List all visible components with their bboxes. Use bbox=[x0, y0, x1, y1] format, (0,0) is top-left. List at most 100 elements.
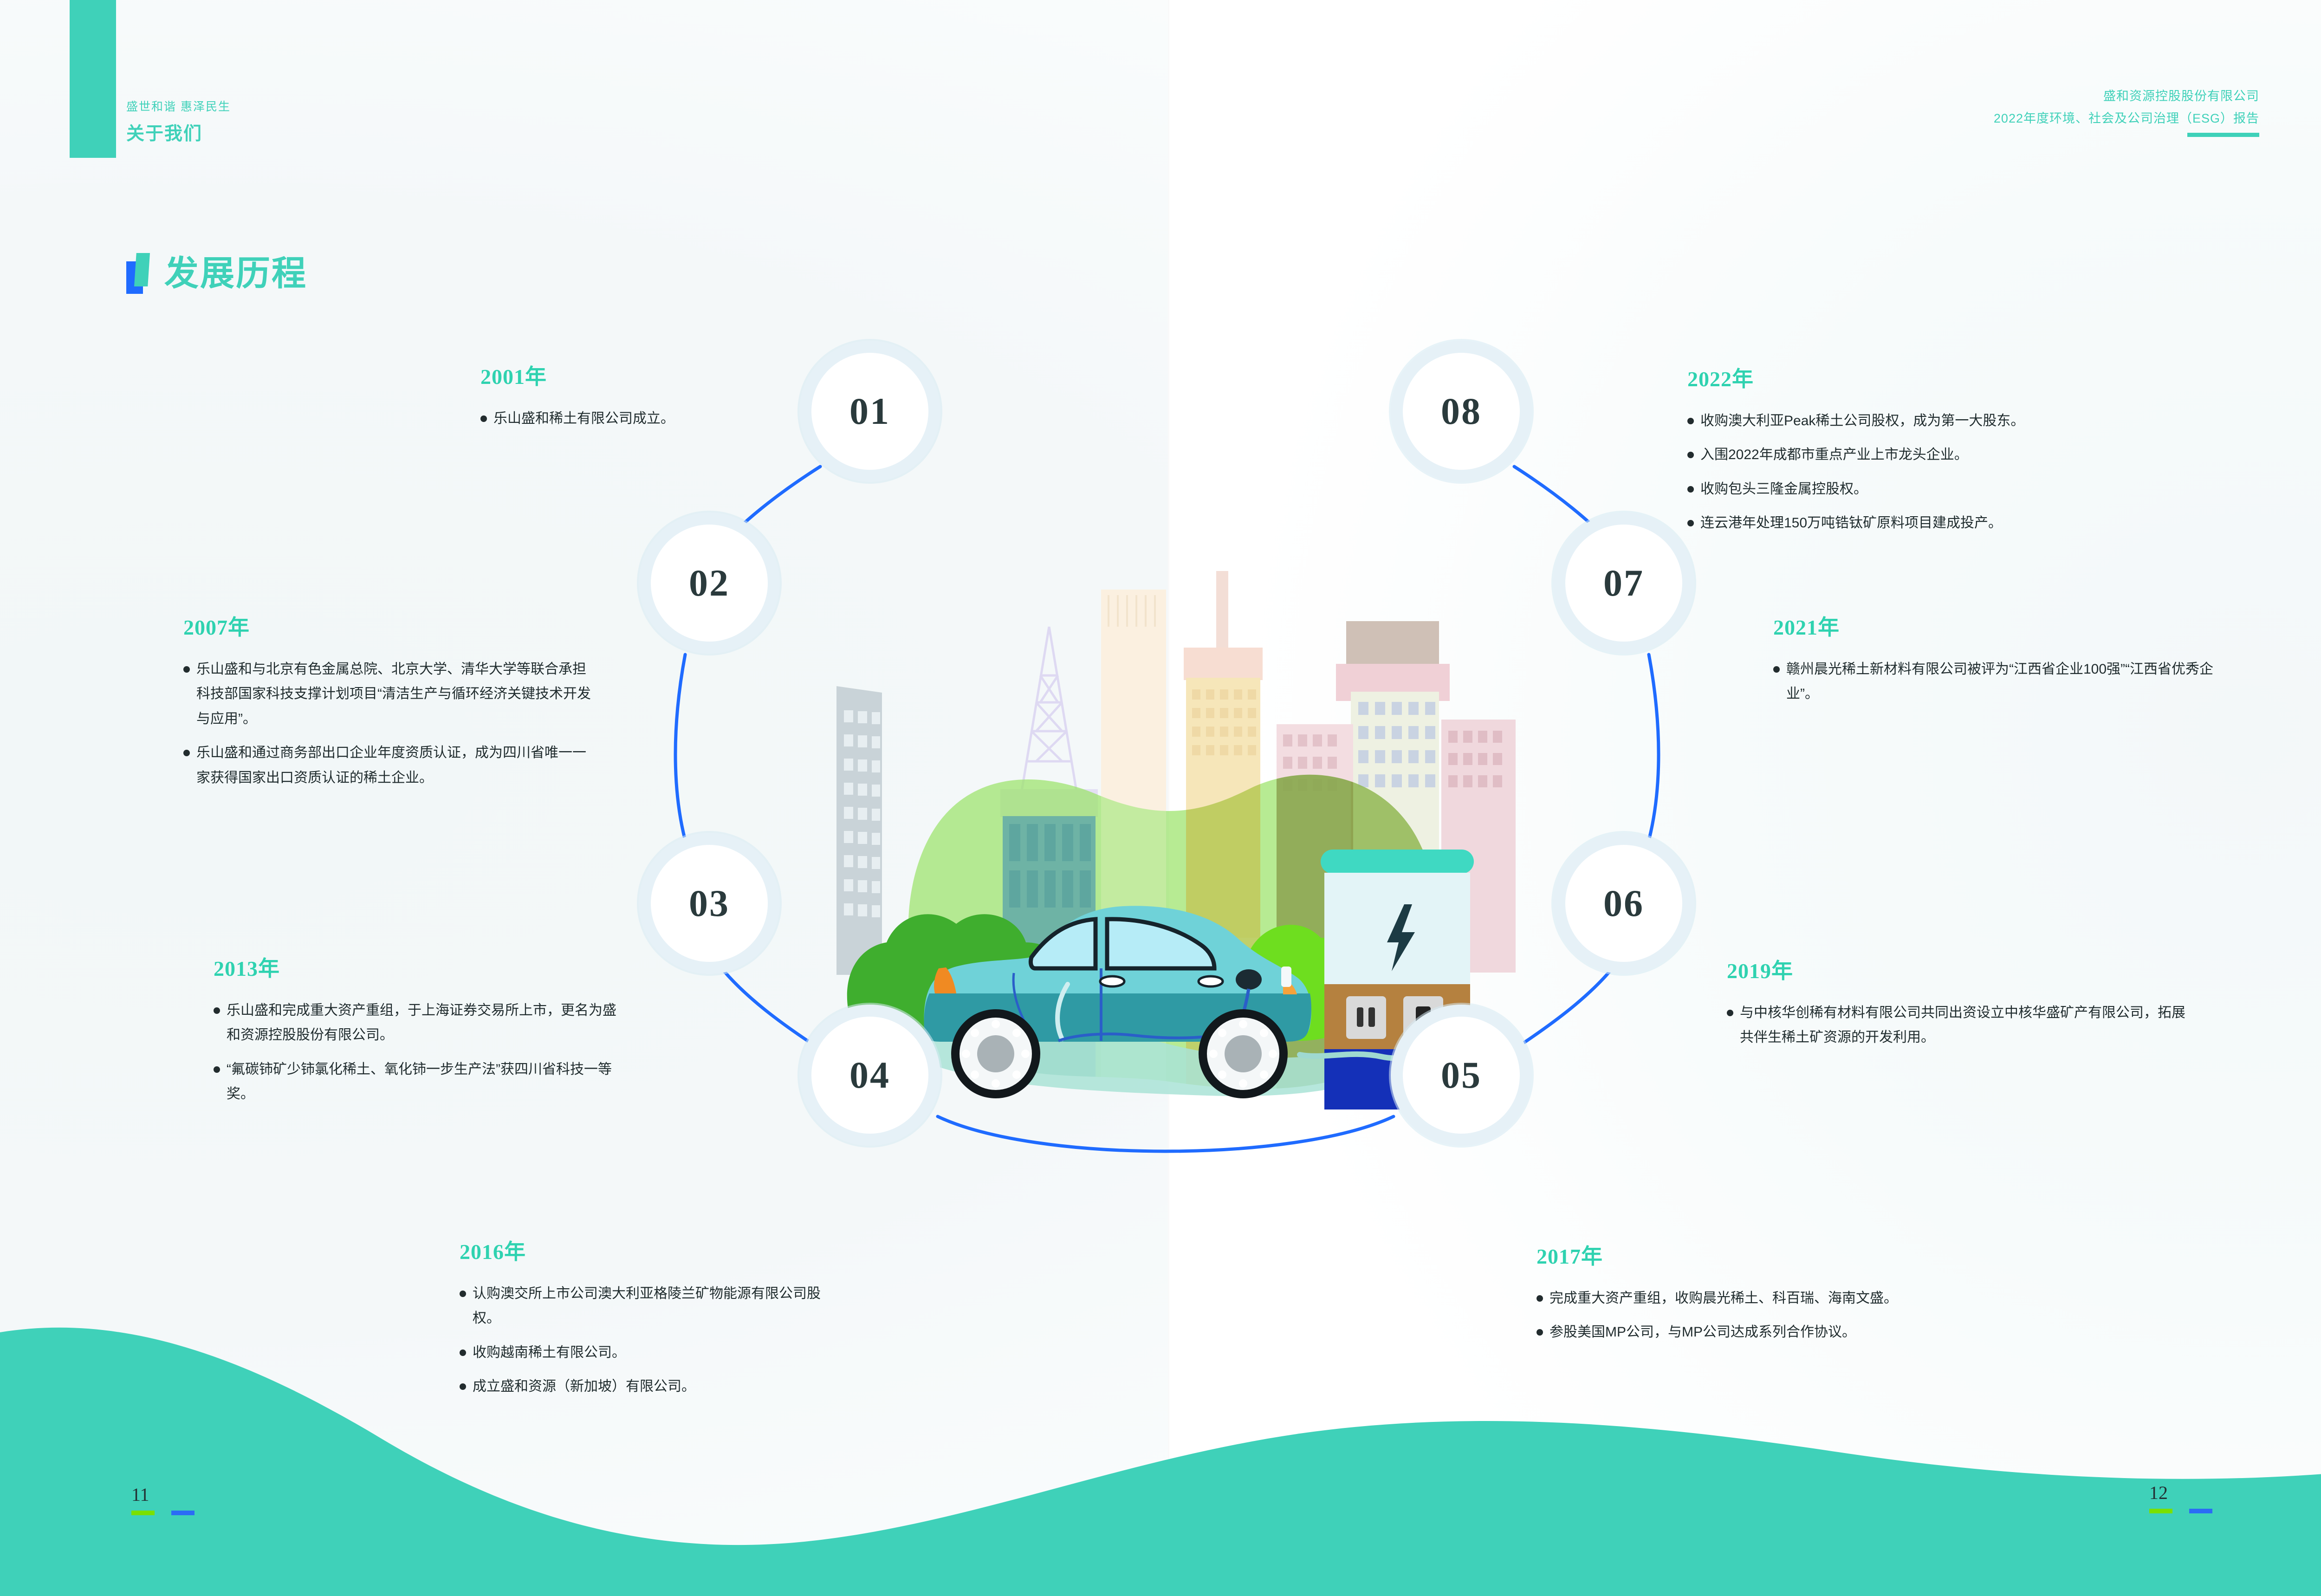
page-number-dashes bbox=[131, 1511, 194, 1515]
bullet-icon bbox=[1727, 1010, 1733, 1016]
bullet-icon bbox=[1537, 1295, 1543, 1302]
header-left: 盛世和谐 惠泽民生 关于我们 bbox=[126, 100, 231, 145]
milestone-text: 入围2022年成都市重点产业上市龙头企业。 bbox=[1700, 447, 1968, 463]
marker-parallelogram-shape bbox=[134, 253, 150, 286]
milestone-text: 乐山盛和与北京有色金属总院、北京大学、清华大学等联合承担科技部国家科技支撑计划项… bbox=[196, 662, 591, 727]
milestone-year: 2022年 bbox=[1687, 367, 1754, 391]
header-report-name: 2022年度环境、社会及公司治理（ESG）报告 bbox=[1993, 111, 2259, 125]
bullet-icon bbox=[460, 1291, 466, 1297]
section-marker-icon bbox=[126, 253, 152, 294]
list-item: 收购包头三隆金属控股权。 bbox=[1687, 477, 2254, 501]
node-label: 06 bbox=[1603, 882, 1644, 924]
milestone-text: 乐山盛和通过商务部出口企业年度资质认证，成为四川省唯一一家获得国家出口资质认证的… bbox=[196, 745, 586, 785]
milestone-list: 乐山盛和稀土有限公司成立。 bbox=[480, 406, 778, 431]
milestone-list: 乐山盛和完成重大资产重组，于上海证券交易所上市，更名为盛和资源控股股份有限公司。… bbox=[214, 998, 622, 1107]
milestone-text: 收购澳大利亚Peak稀土公司股权，成为第一大股东。 bbox=[1700, 413, 2025, 428]
milestone-2013: 2013年 乐山盛和完成重大资产重组，于上海证券交易所上市，更名为盛和资源控股股… bbox=[214, 952, 622, 1116]
milestone-text: 成立盛和资源（新加坡）有限公司。 bbox=[473, 1379, 695, 1395]
milestone-2022: 2022年 收购澳大利亚Peak稀土公司股权，成为第一大股东。 入围2022年成… bbox=[1687, 362, 2254, 545]
milestone-list: 认购澳交所上市公司澳大利亚格陵兰矿物能源有限公司股权。 收购越南稀土有限公司。 … bbox=[460, 1281, 831, 1399]
milestone-2016: 2016年 认购澳交所上市公司澳大利亚格陵兰矿物能源有限公司股权。 收购越南稀土… bbox=[460, 1235, 831, 1408]
list-item: 连云港年处理150万吨锆钛矿原料项目建成投产。 bbox=[1687, 511, 2254, 535]
wheel-front bbox=[951, 1009, 1040, 1098]
page-number-value: 12 bbox=[2149, 1482, 2168, 1503]
milestone-year: 2013年 bbox=[214, 957, 280, 980]
page-number-dashes bbox=[2149, 1509, 2212, 1513]
milestone-text: 乐山盛和稀土有限公司成立。 bbox=[493, 411, 674, 426]
milestone-text: 乐山盛和完成重大资产重组，于上海证券交易所上市，更名为盛和资源控股股份有限公司。 bbox=[227, 1003, 616, 1043]
timeline-node-06[interactable]: 06 bbox=[1565, 845, 1682, 962]
timeline-ring: 01 02 03 04 05 06 07 08 bbox=[594, 353, 1741, 1328]
timeline-node-04[interactable]: 04 bbox=[811, 1017, 928, 1134]
dash-blue bbox=[171, 1511, 194, 1515]
list-item: 入围2022年成都市重点产业上市龙头企业。 bbox=[1687, 442, 2254, 467]
node-label: 01 bbox=[849, 390, 890, 432]
bullet-icon bbox=[1687, 486, 1694, 493]
electric-car bbox=[924, 906, 1311, 1098]
milestone-list: 与中核华创稀有材料有限公司共同出资设立中核华盛矿产有限公司，拓展共伴生稀土矿资源… bbox=[1727, 1000, 2186, 1050]
bullet-icon bbox=[183, 666, 190, 673]
header-right: 盛和资源控股股份有限公司 2022年度环境、社会及公司治理（ESG）报告 bbox=[1994, 86, 2259, 137]
milestone-list: 赣州晨光稀土新材料有限公司被评为“江西省企业100强”“江西省优秀企业”。 bbox=[1773, 657, 2233, 707]
list-item: 成立盛和资源（新加坡）有限公司。 bbox=[460, 1374, 831, 1399]
timeline-arc bbox=[674, 465, 1660, 1153]
radio-tower bbox=[1020, 626, 1078, 794]
timeline-node-05[interactable]: 05 bbox=[1403, 1017, 1520, 1134]
milestone-year: 2016年 bbox=[460, 1240, 526, 1264]
bullet-icon bbox=[1687, 452, 1694, 459]
list-item: 收购越南稀土有限公司。 bbox=[460, 1340, 831, 1365]
list-item: 赣州晨光稀土新材料有限公司被评为“江西省企业100强”“江西省优秀企业”。 bbox=[1773, 657, 2233, 707]
dash-blue bbox=[2189, 1509, 2212, 1513]
node-label: 05 bbox=[1441, 1054, 1482, 1096]
milestone-text: 认购澳交所上市公司澳大利亚格陵兰矿物能源有限公司股权。 bbox=[473, 1286, 821, 1326]
milestone-2001: 2001年 乐山盛和稀土有限公司成立。 bbox=[480, 360, 778, 440]
list-item: 乐山盛和与北京有色金属总院、北京大学、清华大学等联合承担科技部国家科技支撑计划项… bbox=[183, 657, 592, 731]
header-underline bbox=[2187, 133, 2259, 137]
header-slogan: 盛世和谐 惠泽民生 bbox=[126, 100, 231, 113]
list-item: 乐山盛和通过商务部出口企业年度资质认证，成为四川省唯一一家获得国家出口资质认证的… bbox=[183, 740, 592, 790]
wheel-rear bbox=[1199, 1009, 1288, 1098]
header-accent-bar bbox=[70, 0, 116, 158]
page-number-left: 11 bbox=[131, 1486, 194, 1515]
timeline-node-07[interactable]: 07 bbox=[1565, 525, 1682, 642]
section-title-group: 发展历程 bbox=[126, 253, 307, 294]
page-number-right: 12 bbox=[2149, 1484, 2212, 1513]
bullet-icon bbox=[460, 1349, 466, 1356]
milestone-text: 连云港年处理150万吨锆钛矿原料项目建成投产。 bbox=[1700, 515, 2003, 531]
milestone-text: “氟碳铈矿少铈氯化稀土、氧化铈一步生产法”获四川省科技一等奖。 bbox=[227, 1061, 612, 1102]
milestone-list: 乐山盛和与北京有色金属总院、北京大学、清华大学等联合承担科技部国家科技支撑计划项… bbox=[183, 657, 592, 790]
dash-green bbox=[131, 1511, 155, 1515]
milestone-text: 赣州晨光稀土新材料有限公司被评为“江西省企业100强”“江西省优秀企业”。 bbox=[1786, 662, 2214, 702]
list-item: 参股美国MP公司，与MP公司达成系列合作协议。 bbox=[1537, 1320, 2001, 1344]
milestone-text: 收购包头三隆金属控股权。 bbox=[1700, 481, 1867, 497]
list-item: 乐山盛和稀土有限公司成立。 bbox=[480, 406, 778, 431]
dash-green bbox=[2149, 1509, 2172, 1513]
lightning-bolt-icon bbox=[1387, 904, 1415, 971]
milestone-2019: 2019年 与中核华创稀有材料有限公司共同出资设立中核华盛矿产有限公司，拓展共伴… bbox=[1727, 954, 2186, 1059]
milestone-2017: 2017年 完成重大资产重组，收购晨光稀土、科百瑞、海南文盛。 参股美国MP公司… bbox=[1537, 1239, 2001, 1354]
page-number-value: 11 bbox=[131, 1484, 149, 1505]
milestone-2021: 2021年 赣州晨光稀土新材料有限公司被评为“江西省企业100强”“江西省优秀企… bbox=[1773, 610, 2233, 716]
milestone-year: 2021年 bbox=[1773, 616, 1840, 639]
electric-vehicle-charging-city-illustration bbox=[817, 571, 1523, 1156]
node-label: 07 bbox=[1603, 562, 1644, 604]
milestone-year: 2001年 bbox=[480, 365, 547, 389]
milestone-text: 收购越南稀土有限公司。 bbox=[473, 1344, 626, 1360]
timeline-node-01[interactable]: 01 bbox=[811, 353, 928, 470]
timeline-node-02[interactable]: 02 bbox=[651, 525, 768, 642]
list-item: 乐山盛和完成重大资产重组，于上海证券交易所上市，更名为盛和资源控股股份有限公司。 bbox=[214, 998, 622, 1048]
milestone-2007: 2007年 乐山盛和与北京有色金属总院、北京大学、清华大学等联合承担科技部国家科… bbox=[183, 610, 592, 799]
bullet-icon bbox=[1773, 666, 1780, 673]
bullet-icon bbox=[183, 750, 190, 757]
milestone-list: 收购澳大利亚Peak稀土公司股权，成为第一大股东。 入围2022年成都市重点产业… bbox=[1687, 409, 2254, 536]
milestone-text: 完成重大资产重组，收购晨光稀土、科百瑞、海南文盛。 bbox=[1549, 1291, 1898, 1306]
timeline-node-03[interactable]: 03 bbox=[651, 845, 768, 962]
milestone-text: 参股美国MP公司，与MP公司达成系列合作协议。 bbox=[1549, 1324, 1856, 1340]
milestone-text: 与中核华创稀有材料有限公司共同出资设立中核华盛矿产有限公司，拓展共伴生稀土矿资源… bbox=[1740, 1005, 2185, 1045]
page-title: 发展历程 bbox=[164, 254, 307, 292]
header-section-title: 关于我们 bbox=[126, 124, 203, 144]
milestone-year: 2007年 bbox=[183, 616, 250, 639]
list-item: 与中核华创稀有材料有限公司共同出资设立中核华盛矿产有限公司，拓展共伴生稀土矿资源… bbox=[1727, 1000, 2186, 1050]
timeline-node-08[interactable]: 08 bbox=[1403, 353, 1520, 470]
bullet-icon bbox=[480, 415, 487, 422]
